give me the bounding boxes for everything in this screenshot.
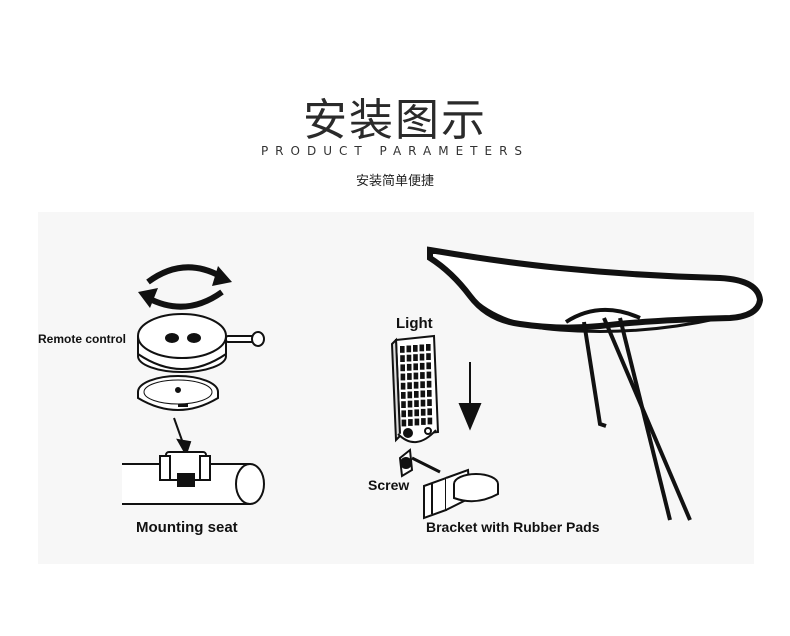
- page-tagline: 安装简单便捷: [355, 174, 434, 189]
- led-cell: [400, 382, 406, 390]
- led-cell: [400, 346, 405, 353]
- page-title: 安装图示: [303, 95, 487, 146]
- light-led-grid: [400, 344, 433, 427]
- led-cell: [420, 372, 425, 379]
- led-cell: [427, 399, 432, 406]
- led-cell: [413, 363, 418, 371]
- rotate-arrows-icon: [146, 264, 224, 310]
- led-cell: [407, 382, 412, 390]
- label-screw: Screw: [368, 477, 409, 493]
- led-cell: [420, 408, 426, 416]
- led-cell: [426, 380, 432, 388]
- led-cell: [407, 391, 413, 399]
- led-cell: [401, 392, 406, 399]
- led-cell: [420, 381, 425, 389]
- led-cell: [413, 381, 419, 389]
- led-cell: [406, 345, 412, 353]
- bracket-part: [423, 468, 499, 520]
- label-remote-control: Remote control: [38, 332, 126, 346]
- led-cell: [420, 399, 426, 407]
- led-cell: [413, 354, 418, 361]
- led-cell: [427, 408, 432, 416]
- screw-part: [398, 448, 441, 478]
- led-cell: [400, 364, 405, 372]
- mounting-seat-clip: [159, 451, 211, 487]
- led-cell: [406, 363, 412, 371]
- led-cell: [419, 353, 425, 361]
- led-cell: [400, 355, 405, 362]
- led-cell: [426, 362, 431, 370]
- label-mounting-seat: Mounting seat: [136, 519, 238, 536]
- led-cell: [401, 419, 407, 427]
- label-bracket: Bracket with Rubber Pads: [426, 519, 600, 535]
- rotate-arrowheads: [138, 266, 232, 308]
- remote-control-device: [137, 313, 265, 373]
- led-cell: [419, 362, 425, 370]
- led-cell: [427, 390, 432, 397]
- led-cell: [419, 344, 425, 352]
- led-cell: [401, 401, 406, 408]
- led-cell: [407, 409, 413, 417]
- led-cell: [406, 354, 412, 362]
- led-cell: [407, 373, 412, 380]
- remote-base-ring: [137, 375, 219, 411]
- led-cell: [413, 345, 418, 352]
- led-cell: [414, 391, 419, 398]
- header: 安装图示 PRODUCT PARAMETERS 安装简单便捷: [0, 0, 790, 200]
- led-cell: [426, 353, 431, 360]
- page-subtitle: PRODUCT PARAMETERS: [260, 144, 530, 158]
- led-cell: [414, 400, 419, 407]
- led-cell: [426, 344, 431, 351]
- led-cell: [407, 400, 413, 408]
- led-cell: [414, 409, 419, 417]
- led-cell: [401, 410, 406, 418]
- led-cell: [427, 417, 433, 425]
- led-cell: [408, 419, 413, 426]
- down-arrow-icon: [173, 417, 192, 457]
- light-unit: [390, 334, 440, 443]
- down-arrow-icon: [458, 362, 482, 431]
- led-cell: [420, 390, 426, 398]
- led-cell: [400, 373, 406, 381]
- led-cell: [414, 418, 420, 426]
- seatpost: [564, 307, 692, 521]
- led-cell: [426, 371, 432, 379]
- label-light: Light: [396, 315, 433, 332]
- led-cell: [413, 372, 419, 380]
- saddle: [427, 246, 764, 333]
- led-cell: [421, 418, 426, 425]
